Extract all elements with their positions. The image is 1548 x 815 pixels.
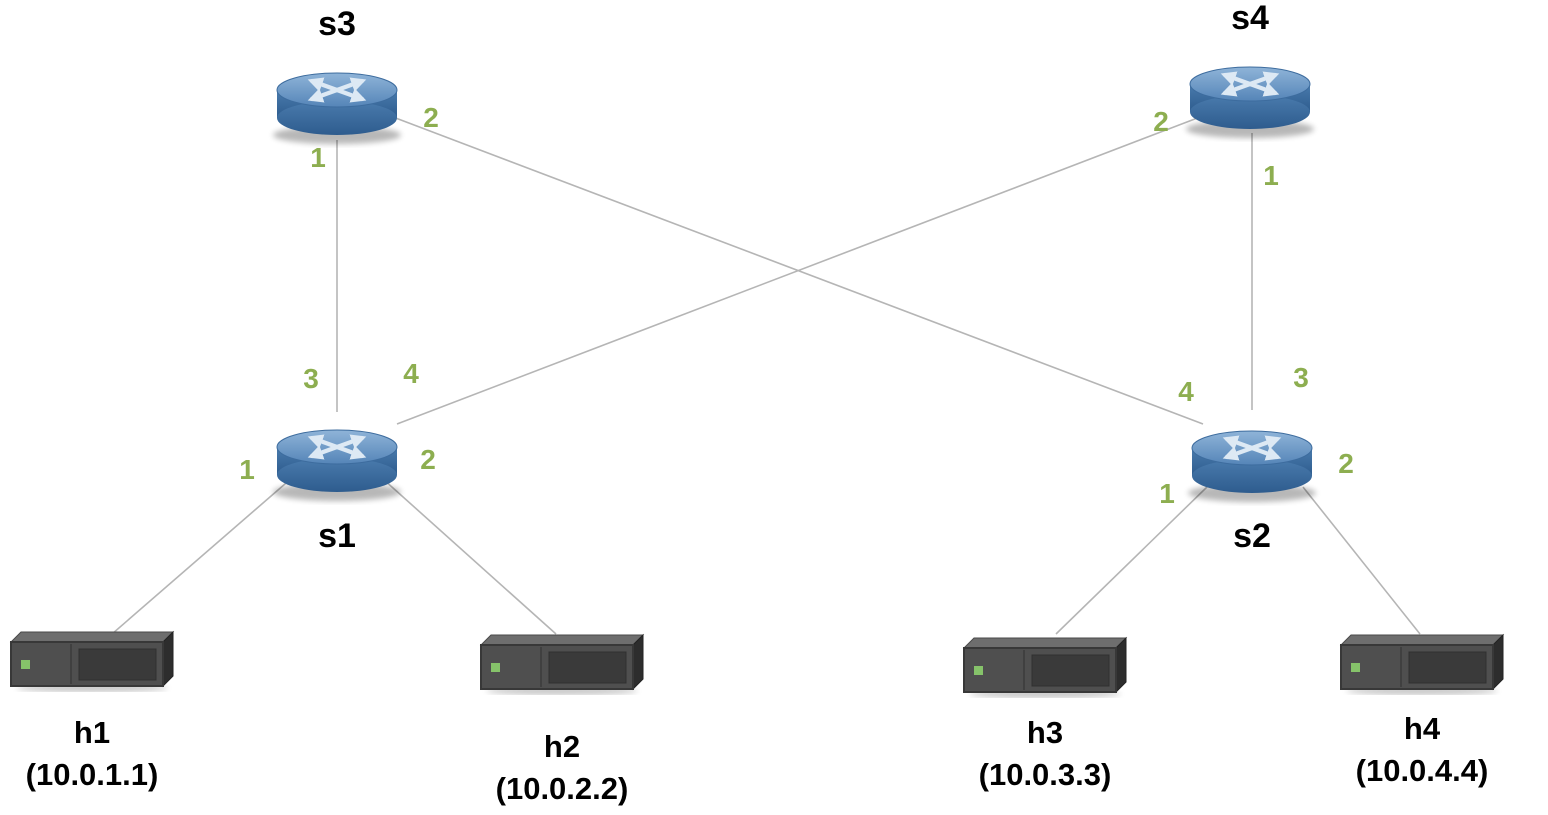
port-label-s3-1: 1 bbox=[310, 142, 326, 173]
port-label-s1-2: 2 bbox=[420, 444, 436, 475]
host-name-h2: h2 bbox=[543, 729, 581, 764]
router-icon bbox=[1175, 42, 1325, 142]
port-label-s2-3: 3 bbox=[1293, 362, 1309, 393]
port-label-s1-3: 3 bbox=[303, 363, 319, 394]
host-name-h1: h1 bbox=[73, 715, 111, 750]
host-node-h1 bbox=[7, 630, 177, 692]
host-name-h3: h3 bbox=[1026, 715, 1064, 750]
switch-label-s2: s2 bbox=[1233, 517, 1271, 555]
server-icon bbox=[1337, 633, 1507, 695]
router-icon bbox=[262, 48, 412, 148]
host-label-h2: h2 (10.0.2.2) bbox=[452, 726, 672, 810]
link-s1-h1 bbox=[111, 476, 294, 635]
switch-label-s1: s1 bbox=[318, 517, 356, 555]
link-s2-h4 bbox=[1302, 486, 1421, 635]
server-icon bbox=[960, 636, 1130, 698]
server-icon bbox=[7, 630, 177, 692]
port-label-s2-4: 4 bbox=[1178, 376, 1194, 407]
host-label-h1: h1 (10.0.1.1) bbox=[0, 712, 202, 796]
host-node-h2 bbox=[477, 633, 647, 695]
link-s2-h3 bbox=[1055, 486, 1208, 635]
port-label-s1-4: 4 bbox=[403, 358, 419, 389]
port-label-s2-1: 1 bbox=[1159, 478, 1175, 509]
host-node-h3 bbox=[960, 636, 1130, 698]
server-icon bbox=[477, 633, 647, 695]
host-ip-h4: (10.0.4.4) bbox=[1355, 752, 1489, 788]
host-label-h4: h4 (10.0.4.4) bbox=[1312, 708, 1532, 792]
port-label-s1-1: 1 bbox=[239, 454, 255, 485]
link-s1-h2 bbox=[382, 478, 557, 635]
switch-node-s2 bbox=[1177, 406, 1327, 506]
switch-node-s4 bbox=[1175, 42, 1325, 142]
switch-label-s3: s3 bbox=[318, 5, 356, 43]
port-label-s2-2: 2 bbox=[1338, 448, 1354, 479]
router-icon bbox=[1177, 406, 1327, 506]
host-ip-h2: (10.0.2.2) bbox=[495, 770, 629, 806]
port-label-s4-1: 1 bbox=[1263, 160, 1279, 191]
host-ip-h1: (10.0.1.1) bbox=[25, 756, 159, 792]
switch-node-s3 bbox=[262, 48, 412, 148]
host-ip-h3: (10.0.3.3) bbox=[978, 756, 1112, 792]
switch-label-s4: s4 bbox=[1231, 0, 1269, 37]
port-label-s3-2: 2 bbox=[423, 102, 439, 133]
port-label-s4-2: 2 bbox=[1153, 106, 1169, 137]
router-icon bbox=[262, 405, 412, 505]
host-node-h4 bbox=[1337, 633, 1507, 695]
host-name-h4: h4 bbox=[1403, 711, 1441, 746]
switch-node-s1 bbox=[262, 405, 412, 505]
link-s4-s1 bbox=[396, 116, 1201, 425]
host-label-h3: h3 (10.0.3.3) bbox=[935, 712, 1155, 796]
